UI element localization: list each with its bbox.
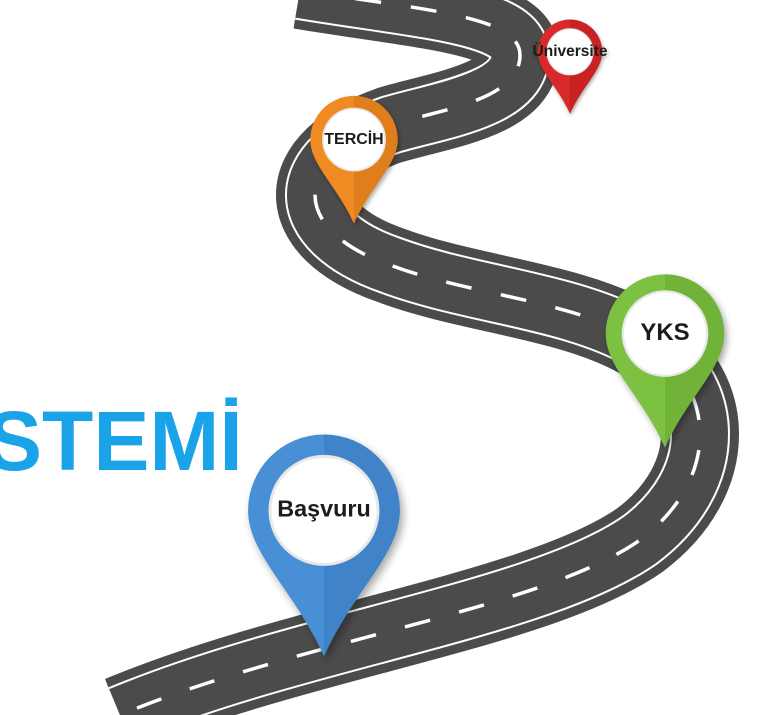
page-title-fragment: STEMİ [0,394,243,488]
milestone-pin-yks: YKS [605,274,725,448]
pin-label-basvuru: Başvuru [277,496,370,522]
pin-label-yks: YKS [640,319,689,346]
milestone-pin-tercih: TERCİH [310,95,398,224]
milestone-pin-universite: Üniversite [533,19,608,114]
pin-label-universite: Üniversite [533,43,608,60]
winding-road [105,0,739,715]
milestone-pin-basvuru: Başvuru [248,434,400,657]
road-lane-dashes [119,0,702,715]
pin-label-tercih: TERCİH [324,130,383,148]
